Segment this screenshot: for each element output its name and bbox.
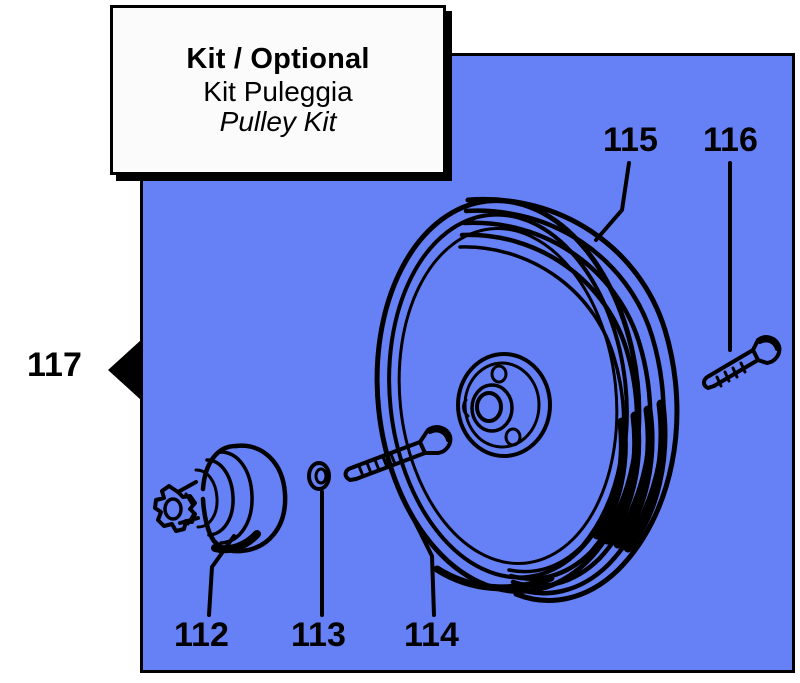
- callout-label-117[interactable]: 117: [27, 346, 82, 384]
- kit-title-line-english: Pulley Kit: [219, 106, 337, 138]
- kit-title-line-italian: Kit Puleggia: [203, 75, 353, 107]
- callout-label-114[interactable]: 114: [404, 616, 459, 654]
- callout-label-115[interactable]: 115: [603, 121, 658, 159]
- kit-assembly-arrow-marker: [108, 340, 141, 400]
- kit-title-box: Kit / Optional Kit Puleggia Pulley Kit: [110, 5, 446, 175]
- callout-label-112[interactable]: 112: [174, 616, 229, 654]
- callout-label-113[interactable]: 113: [291, 616, 346, 654]
- kit-title-line-optional: Kit / Optional: [186, 42, 370, 75]
- callout-label-116[interactable]: 116: [703, 121, 758, 159]
